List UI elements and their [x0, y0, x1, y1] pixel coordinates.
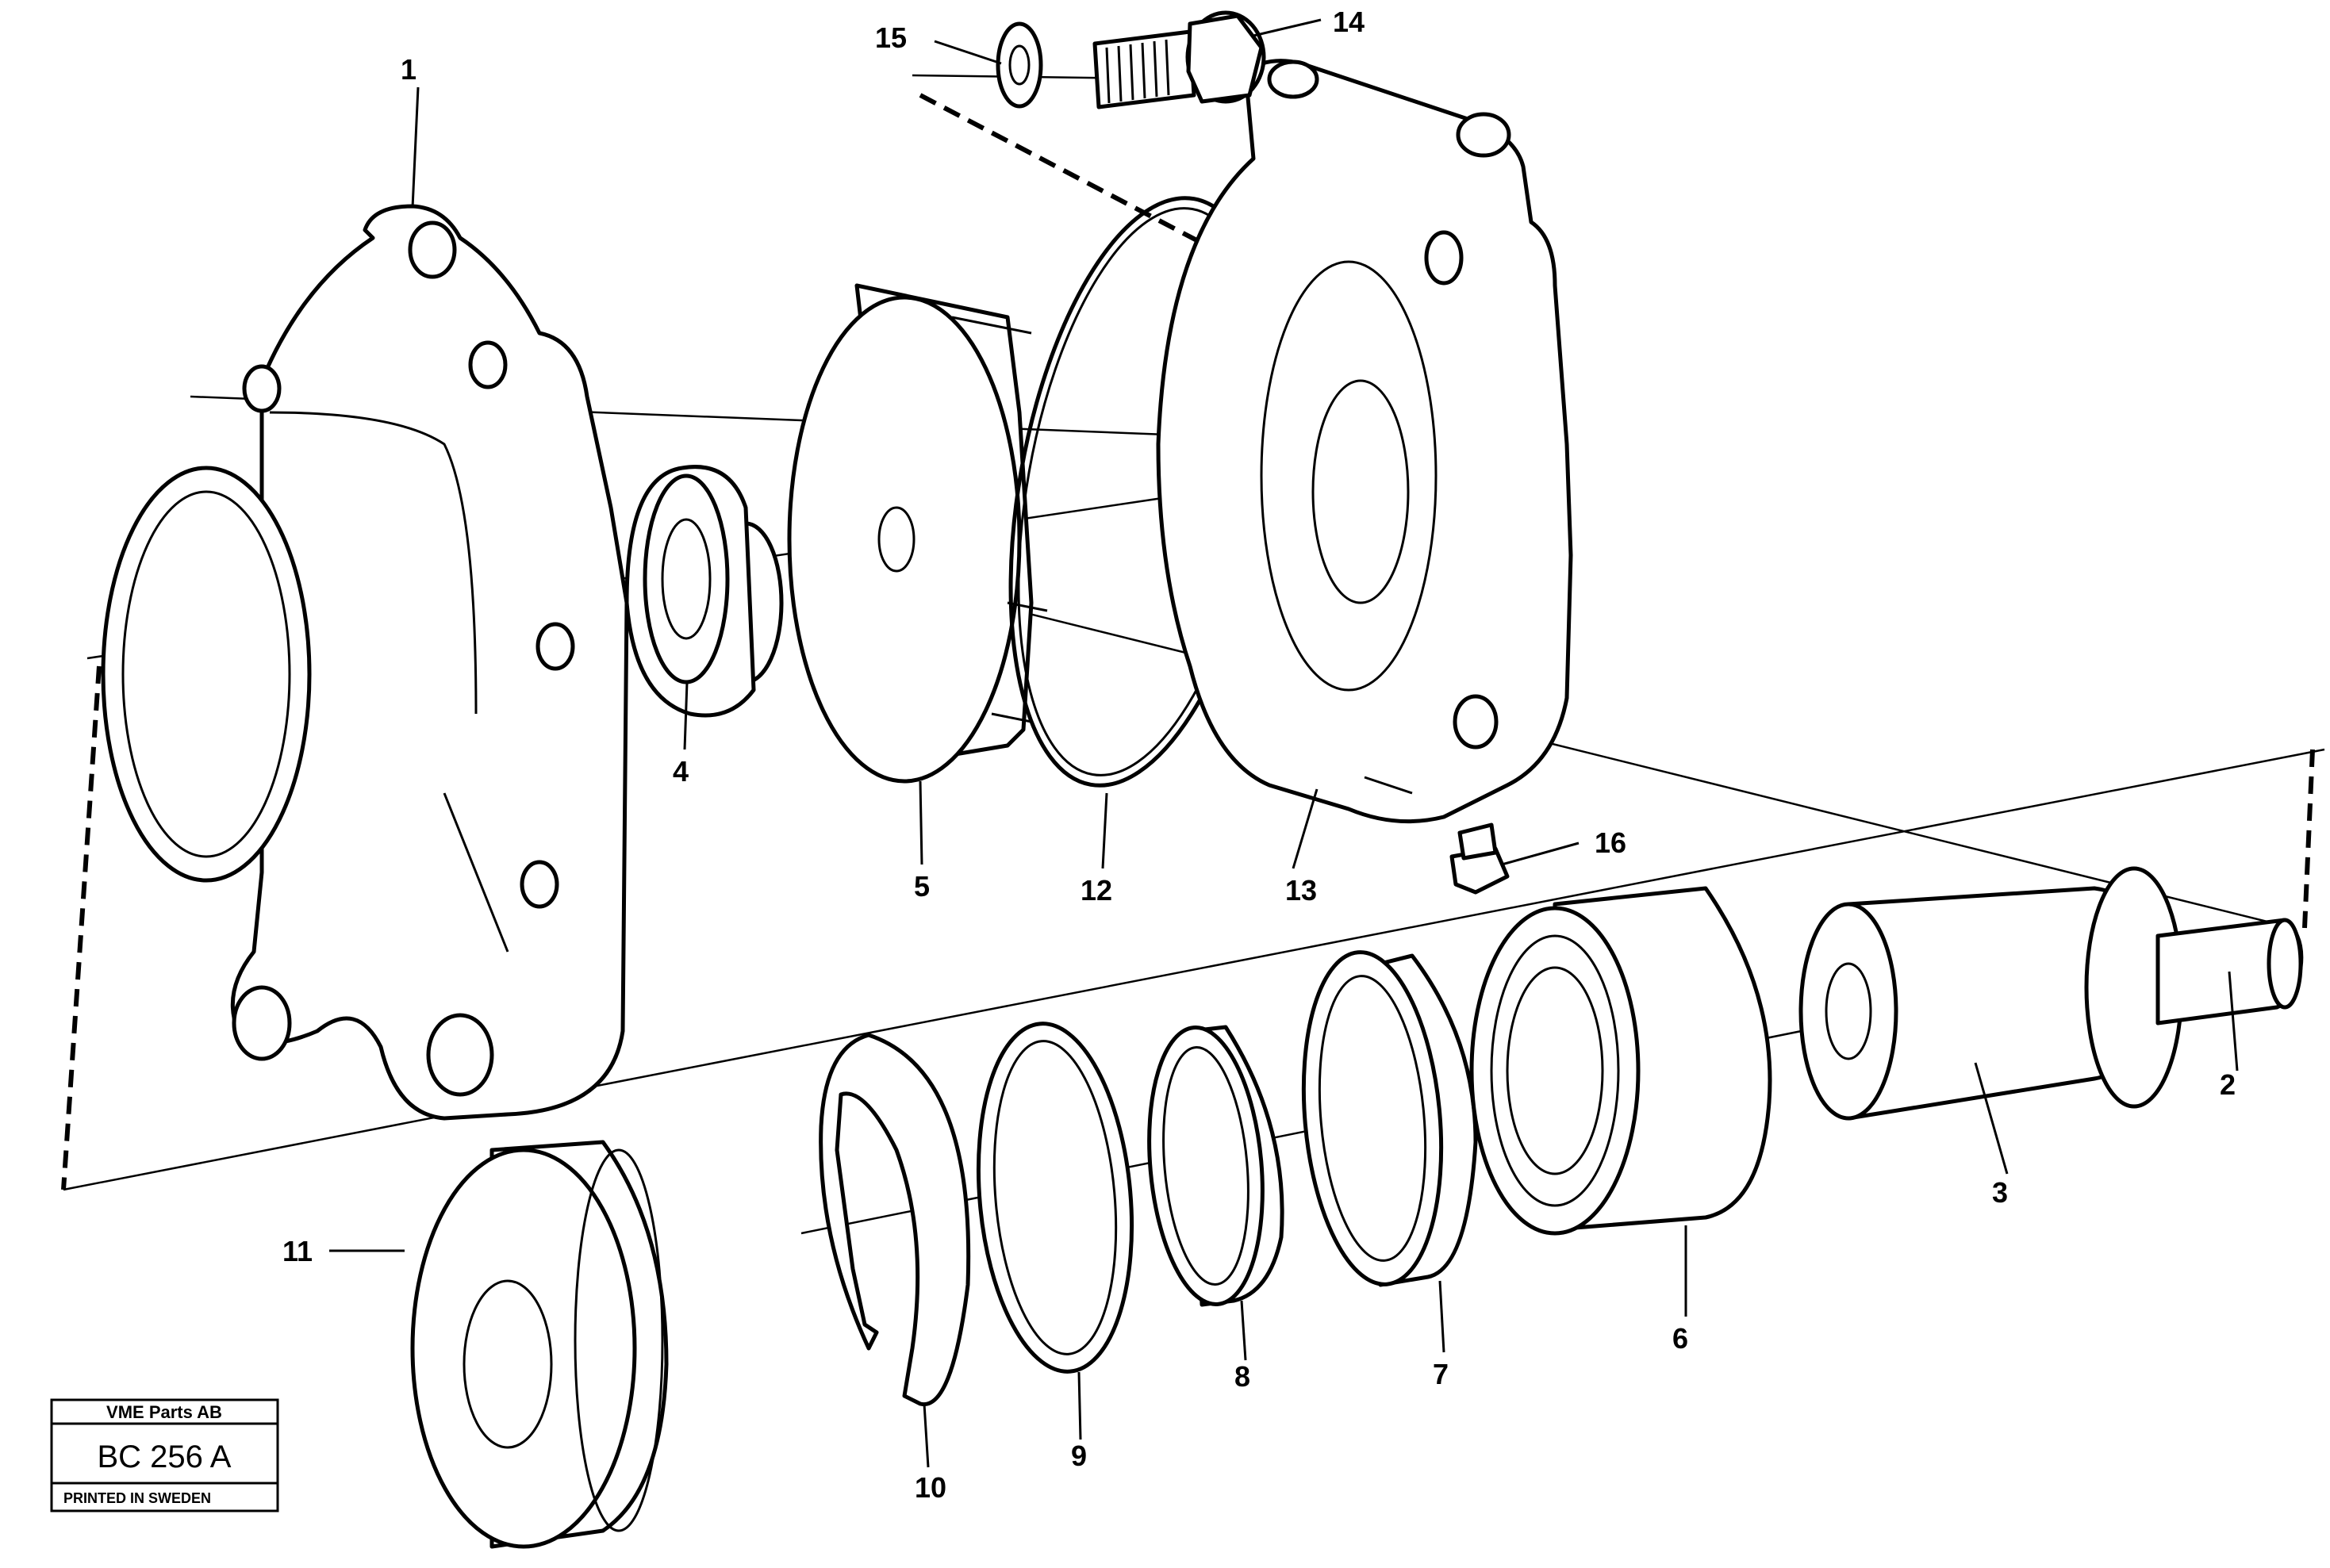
- title-block-code: BC 256 A: [97, 1440, 231, 1474]
- callout-7: 7: [1433, 1358, 1449, 1390]
- title-block-company: VME Parts AB: [106, 1402, 222, 1422]
- callout-4: 4: [673, 755, 689, 788]
- callout-15: 15: [875, 21, 907, 54]
- part-8-ring: [1147, 1025, 1284, 1307]
- callout-1: 1: [401, 53, 416, 86]
- part-16-plug: [1449, 822, 1510, 895]
- callout-9: 9: [1071, 1440, 1087, 1472]
- part-10-lock-ring: [819, 1033, 971, 1407]
- part-11-pulley: [410, 1140, 669, 1549]
- part-13-pump-cover: [1156, 59, 1573, 824]
- title-block-printed: PRINTED IN SWEDEN: [63, 1490, 211, 1506]
- part-3-shaft: [1798, 866, 2184, 1121]
- part-14-bolt: [1092, 10, 1266, 109]
- leader-lines: [329, 18, 2239, 1468]
- part-15-washer: [996, 21, 1043, 109]
- part-6-bearing: [1469, 886, 1772, 1236]
- part-4-seal: [624, 465, 784, 718]
- title-block: VME Parts AB BC 256 A PRINTED IN SWEDEN: [50, 1398, 279, 1512]
- part-1-pump-housing: [101, 204, 629, 1121]
- callout-3: 3: [1992, 1176, 2008, 1209]
- callout-8: 8: [1234, 1360, 1250, 1393]
- callout-6: 6: [1672, 1322, 1688, 1355]
- callout-10: 10: [915, 1471, 946, 1504]
- callout-12: 12: [1081, 874, 1112, 907]
- part-9-spacer-ring: [976, 1022, 1134, 1374]
- part-5-impeller: [787, 283, 1048, 784]
- callout-13: 13: [1285, 874, 1317, 907]
- callout-labels: 1 2 3 4 5 6 7 8 9 10 11 12 13 14 15 16: [282, 6, 2236, 1504]
- callout-14: 14: [1333, 6, 1365, 38]
- callout-11: 11: [282, 1235, 313, 1267]
- callout-16: 16: [1595, 826, 1626, 859]
- dashed-alignment-lines: [61, 93, 2315, 1190]
- part-7-seal-ring: [1301, 950, 1478, 1287]
- callout-2: 2: [2220, 1068, 2236, 1101]
- callout-5: 5: [914, 870, 930, 903]
